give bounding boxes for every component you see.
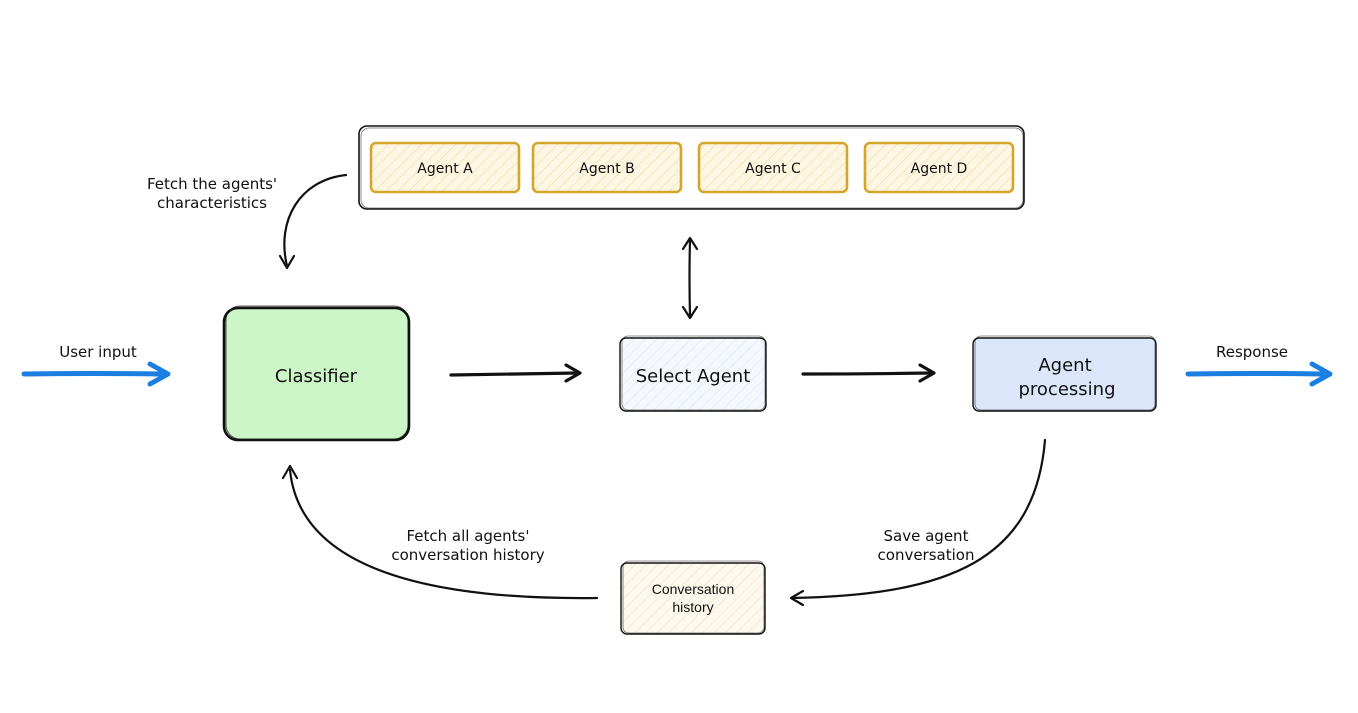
agent-processing-label-line2: processing (1018, 379, 1115, 400)
fetch-characteristics-arrow (278, 173, 348, 270)
select-to-processing-arrow (801, 363, 936, 383)
classifier-box[interactable]: Classifier (222, 305, 411, 442)
conversation-history-box[interactable]: Conversation history (620, 560, 766, 635)
conversation-history-label-line2: history (672, 599, 713, 615)
agent-a-box[interactable]: Agent A (369, 141, 521, 194)
fetch-history-arrow (281, 464, 599, 600)
response-label: Response (1216, 343, 1288, 361)
save-conversation-label-line2: conversation (878, 546, 975, 564)
conversation-history-label-line1: Conversation (652, 581, 735, 597)
agent-a-label: Agent A (417, 161, 473, 177)
agents-panel: Agent A Agent B Agent C Agent D (358, 125, 1025, 210)
agent-b-label: Agent B (579, 161, 635, 177)
fetch-history-label-line2: conversation history (391, 546, 544, 564)
agent-d-label: Agent D (911, 161, 968, 177)
classifier-label: Classifier (275, 366, 358, 387)
agent-processing-box[interactable]: Agent processing (972, 335, 1157, 412)
agent-processing-label-line1: Agent (1038, 355, 1091, 376)
user-input-arrow (21, 361, 171, 387)
fetch-characteristics-label-line1: Fetch the agents' (147, 175, 277, 193)
response-arrow (1185, 361, 1333, 387)
select-agent-box[interactable]: Select Agent (619, 335, 767, 412)
fetch-characteristics-label-line2: characteristics (157, 194, 267, 212)
agent-d-box[interactable]: Agent D (863, 141, 1015, 194)
agent-c-label: Agent C (745, 161, 801, 177)
select-agents-bidirectional-arrow (681, 236, 699, 320)
save-conversation-label-line1: Save agent (884, 527, 969, 545)
fetch-history-label-line1: Fetch all agents' (406, 527, 529, 545)
user-input-label: User input (59, 343, 137, 361)
agent-c-box[interactable]: Agent C (697, 141, 849, 194)
classifier-to-select-arrow (449, 363, 582, 383)
agent-b-box[interactable]: Agent B (531, 141, 683, 194)
select-agent-label: Select Agent (636, 366, 751, 387)
save-conversation-arrow (789, 438, 1047, 607)
